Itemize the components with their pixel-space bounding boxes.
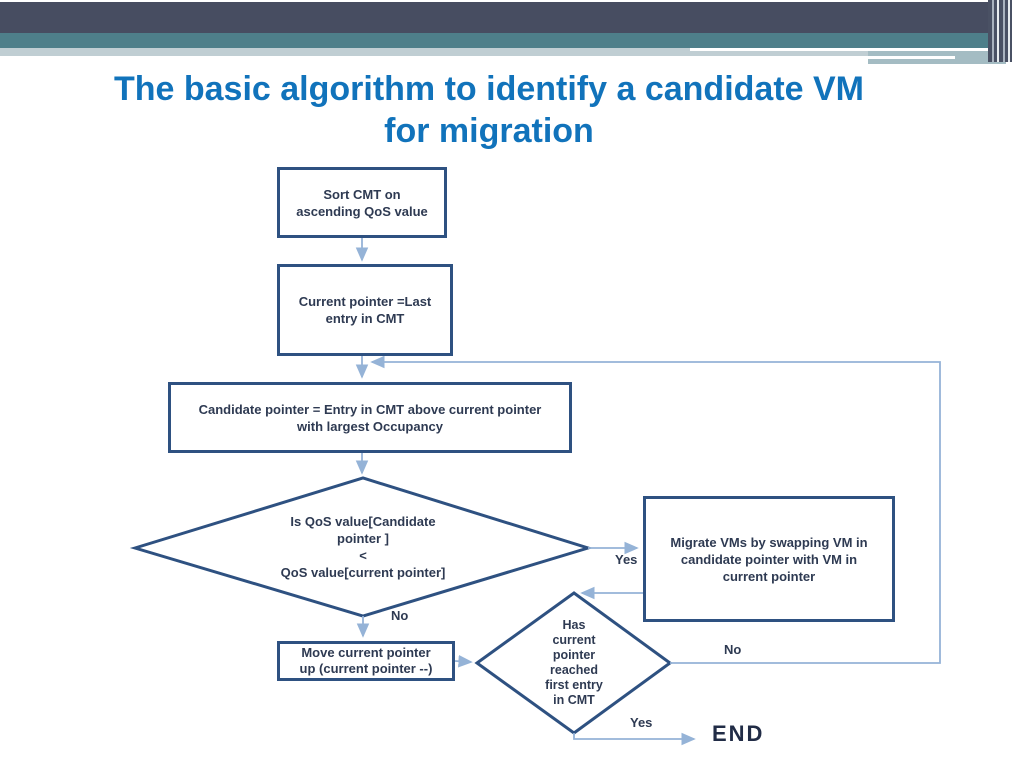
header-white-line-2 (843, 56, 955, 59)
branch-label-no-loop: No (724, 642, 742, 657)
connector-loop-no-return (370, 355, 941, 664)
branch-label-yes-end: Yes (630, 715, 653, 730)
connector-move-to-first (454, 654, 473, 668)
flowchart-box-sort-cmt: Sort CMT on ascending QoS value (277, 167, 447, 238)
slide-title: The basic algorithm to identify a candid… (0, 68, 978, 152)
flowchart-box-migrate-vms: Migrate VMs by swapping VM in candidate … (643, 496, 895, 622)
flowchart-end-terminator: END (712, 721, 765, 746)
connector-first-yes-to-end (573, 732, 696, 746)
flowchart-diamond-first-entry-condition: Has current pointer reached first entry … (545, 618, 603, 707)
flowchart-box-candidate-pointer: Candidate pointer = Entry in CMT above c… (168, 382, 572, 453)
branch-label-no-move: No (391, 608, 409, 623)
header-white-line (690, 48, 948, 51)
slide-title-line2: for migration (384, 112, 594, 150)
header-dark-bar (0, 2, 1012, 33)
flowchart-box-move-pointer: Move current pointer up (current pointer… (277, 641, 455, 681)
header-light-strip (0, 48, 932, 56)
flowchart-diamond-qos-condition: Is QoS value[Candidate pointer ] < QoS v… (280, 514, 446, 580)
flowchart-box-current-pointer: Current pointer =Last entry in CMT (277, 264, 453, 356)
branch-label-yes-migrate: Yes (615, 552, 638, 567)
header-corner-stripes (988, 0, 1012, 62)
slide-title-line1: The basic algorithm to identify a candid… (113, 70, 864, 108)
header-teal-bar (0, 33, 1012, 48)
